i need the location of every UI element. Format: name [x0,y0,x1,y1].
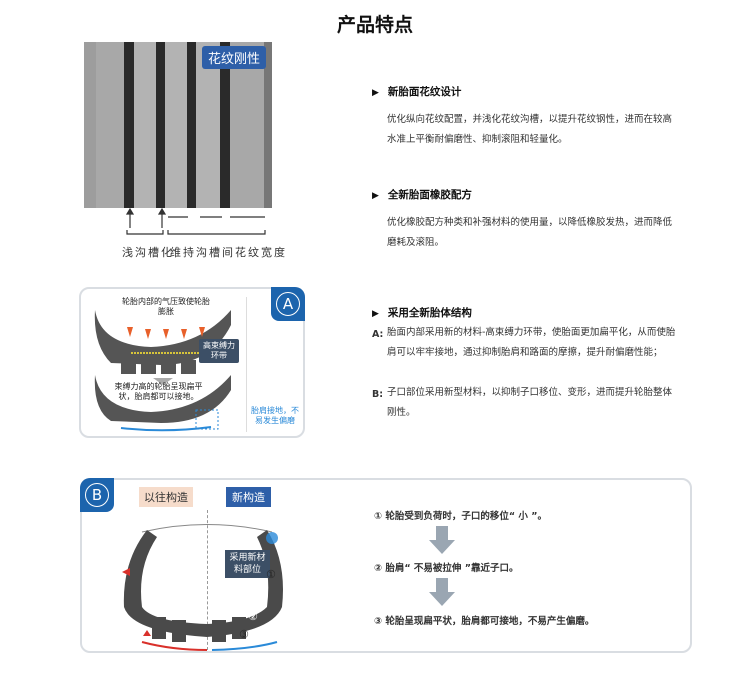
down-arrow-icon [429,526,455,554]
belt-label: 高束缚力环带 [199,339,239,363]
belt-diagram [94,310,231,432]
marker-2: ② [248,610,258,623]
tread-arrows [125,208,266,235]
pressure-label: 轮胎内部的气压致使轮胎膨胀 [122,297,210,316]
flat-label: 束缚力高的轮胎呈现扁平状，胎肩都可以接地。 [114,382,203,401]
marker-3: ③ [239,628,249,641]
step-1: ① 轮胎受到负荷时，子口的移位“ 小 ”。 [374,511,547,522]
tire-cross-section [122,524,283,651]
feature-text: 优化橡胶配方种类和补强材料的使用量，以降低橡胶发热，进而降低磨耗及滚阻。 [387,217,673,248]
letter-a-badge: A [271,287,305,321]
shallow-groove-caption: 浅沟槽化 [122,246,174,259]
step-2: ② 胎肩“ 不易被拉伸 ”靠近子口。 [374,563,519,574]
feature-text: 子口部位采用新型材料，以抑制子口移位、变形，进而提升轮胎整体刚性。 [387,387,673,418]
tread-rigidity-badge: 花纹刚性 [201,46,266,69]
item-marker: B: [372,389,384,400]
feature-text: 优化纵向花纹配置，并浅化花纹沟槽，以提升花纹钢性，进而在较高水准上平衡耐偏磨性、… [387,114,673,145]
feature-heading: 新胎面花纹设计 [372,84,462,99]
page-title: 产品特点 [336,14,413,36]
shoulder-label: 胎肩接地，不易发生偏磨 [251,406,299,425]
feature-heading: 全新胎面橡胶配方 [372,187,472,202]
marker-1: ① [266,568,276,581]
panel-b: B 以往构造 新构造 采用新材料部位 ① ② ③ ① 轮胎受到负荷时，子口的移位… [80,478,692,653]
feature-heading: 采用全新胎体结构 [372,305,472,320]
panel-a: A 轮胎内部的气压致使轮胎膨胀 高束缚力环带 束缚力高的轮胎呈现扁平状，胎肩都可… [79,287,305,438]
tread-pattern-image: 花纹刚性 [84,42,272,208]
step-3: ③ 轮胎呈现扁平状，胎肩都可接地，不易产生偏磨。 [374,616,595,627]
groove-width-caption: 维持沟槽间花纹宽度 [170,246,287,259]
down-arrow-icon [429,578,455,606]
new-material-label: 采用新材料部位 [225,550,270,578]
item-marker: A: [372,329,384,340]
letter-b-badge: B [80,478,114,512]
new-structure-label: 新构造 [226,487,271,507]
old-structure-label: 以往构造 [139,487,193,507]
feature-text: 胎面内部采用新的材料-高束缚力环带，使胎面更加扁平化，从而使胎肩可以牢牢接地，通… [387,327,676,358]
